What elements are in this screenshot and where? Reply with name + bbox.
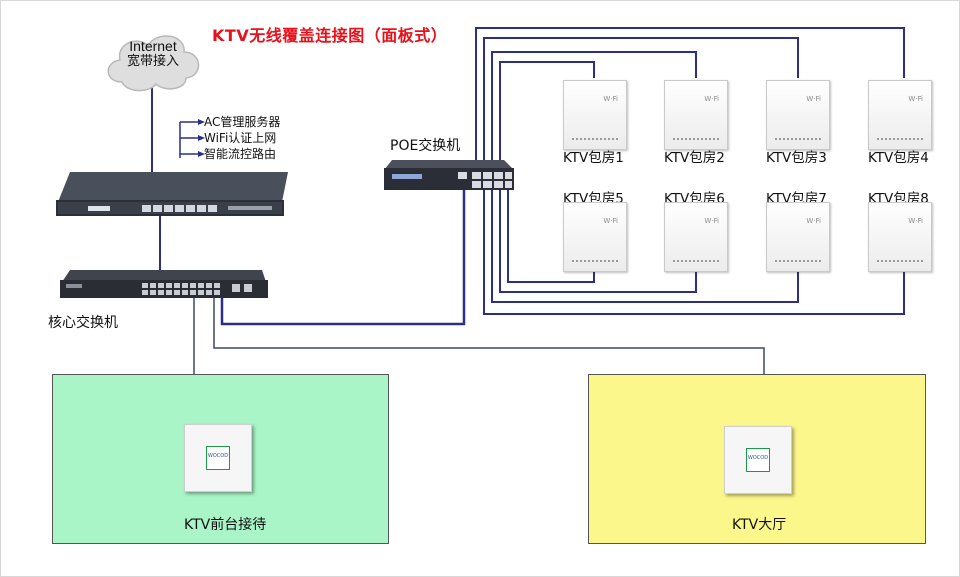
wifi-logo-icon: W·Fi [908,95,923,103]
lobby-label: KTV大厅 [732,517,787,533]
wifi-logo-icon: W·Fi [806,217,821,225]
gateway-feature-list: AC管理服务器 WiFi认证上网 智能流控路由 [204,114,280,162]
panel-ap-room-5: W·Fi [563,202,627,272]
panel-ap-room-3: W·Fi [766,80,830,150]
wifi-logo-icon: W·Fi [603,217,618,225]
feature-ac-server: AC管理服务器 [204,115,281,129]
internet-label-en: Internet [129,38,177,54]
panel-ap-room-2: W·Fi [664,80,728,150]
room-label-1: KTV包房1 [563,150,624,166]
ceiling-ap-brand: WOCOD [207,453,229,459]
core-switch-icon [60,270,268,298]
ceiling-ap-lobby: WOCOD [724,426,792,494]
front-desk-label: KTV前台接待 [184,517,267,533]
panel-ap-room-1: W·Fi [563,80,627,150]
wifi-logo-icon: W·Fi [908,217,923,225]
internet-label: Internet 宽带接入 [105,38,201,70]
feature-wifi-auth: WiFi认证上网 [204,131,277,145]
internet-cloud-icon [107,35,200,92]
poe-switch-icon [384,160,514,190]
gateway-router-icon [56,172,288,216]
panel-ap-room-6: W·Fi [664,202,728,272]
panel-ap-room-7: W·Fi [766,202,830,272]
room-label-4: KTV包房4 [868,150,929,166]
core-switch-label: 核心交换机 [48,315,118,331]
feature-flow-control: 智能流控路由 [204,147,277,161]
internet-label-zh: 宽带接入 [126,54,179,69]
wifi-logo-icon: W·Fi [704,217,719,225]
core-to-poe-link [220,186,466,326]
room-label-3: KTV包房3 [766,150,827,166]
wifi-logo-icon: W·Fi [704,95,719,103]
diagram-title: KTV无线覆盖连接图（面板式） [212,26,448,45]
ceiling-ap-front-desk: WOCOD [184,424,252,492]
wifi-logo-icon: W·Fi [603,95,618,103]
panel-ap-room-8: W·Fi [868,202,932,272]
room-label-2: KTV包房2 [664,150,725,166]
panel-ap-room-4: W·Fi [868,80,932,150]
wifi-logo-icon: W·Fi [806,95,821,103]
poe-switch-label: POE交换机 [390,138,461,154]
core-to-lobby-link [213,298,765,374]
ceiling-ap-brand: WOCOD [747,455,769,461]
